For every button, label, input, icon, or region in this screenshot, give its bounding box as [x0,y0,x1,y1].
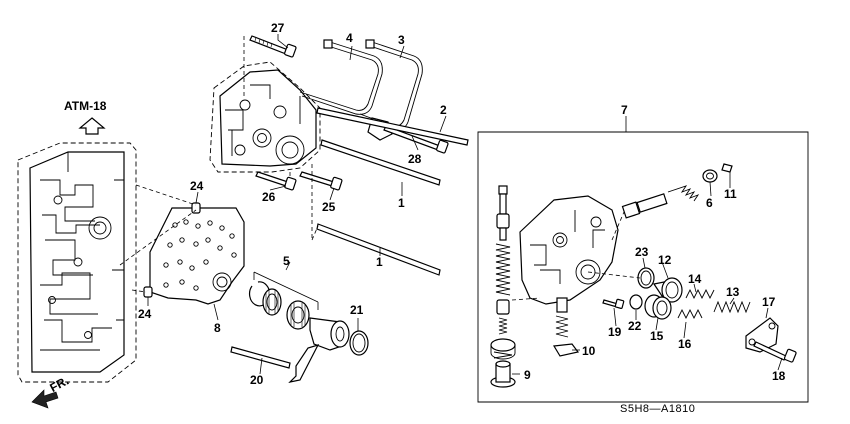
callout-22: 22 [628,319,642,333]
callout-9: 9 [524,368,531,382]
bolt-28 [383,125,449,154]
callout-11: 11 [724,187,737,201]
sleeve-15 [644,294,672,320]
callout-7: 7 [621,103,628,117]
spring-16 [677,308,703,320]
callout-labels: 27 4 3 2 28 1 1 5 26 25 24 24 8 20 21 7 … [138,21,786,387]
servo-shaft [230,346,291,369]
callout-24-lower: 24 [138,307,152,321]
main-valve-body-outline [17,142,137,383]
front-arrow-icon [31,389,59,409]
bracket-17 [745,317,779,353]
ring-23 [637,267,655,289]
upper-spool [621,163,733,219]
front-label: FR. [47,374,71,395]
bolt-25 [299,171,343,191]
callout-2: 2 [440,103,447,117]
front-direction-indicator: FR. [31,374,71,409]
callout-14: 14 [688,272,702,286]
piston-12 [653,277,683,303]
pin-2 [316,107,469,146]
callout-26: 26 [262,190,276,204]
diagram-code: S5H8—A1810 [620,403,695,415]
callout-3: 3 [398,33,405,47]
pipe-4 [299,39,383,115]
pin-1-upper [320,139,441,186]
bolt-19 [602,298,625,310]
bolt-26 [255,171,297,191]
callout-21: 21 [350,303,364,317]
regulator-valve-box [477,116,809,403]
callout-15: 15 [650,329,664,343]
callout-24-upper: 24 [190,179,204,193]
spring-13 [713,300,751,314]
callout-25: 25 [322,200,336,214]
callout-5: 5 [283,254,290,268]
callout-6: 6 [706,196,713,210]
o-ring [349,330,369,356]
callout-1-upper: 1 [398,196,405,210]
callout-1-lower: 1 [376,255,383,269]
callout-8: 8 [214,321,221,335]
callout-19: 19 [608,325,622,339]
callout-12: 12 [658,253,672,267]
callout-17: 17 [762,295,776,309]
regulator-valve-body [209,61,321,173]
separator-plate [149,207,245,305]
bolt-18 [753,341,797,363]
retainer-10 [553,343,580,357]
valve-spool-stack [490,185,516,388]
callout-13: 13 [726,285,740,299]
callout-10: 10 [582,344,596,358]
pin-1-lower [316,223,441,276]
dowel-pin-lower [143,286,153,298]
callout-28: 28 [408,152,422,166]
bolt-27 [249,35,297,58]
up-arrow-icon [78,117,106,135]
servo-assembly [248,271,350,383]
reference-atm-18[interactable]: ATM-18 [64,99,107,135]
callout-18: 18 [772,369,786,383]
ring-22 [629,294,643,310]
callout-23: 23 [635,245,649,259]
pipe-3 [359,39,423,131]
middle-spool [555,297,569,338]
callout-27: 27 [271,21,285,35]
reference-label: ATM-18 [64,99,107,113]
callout-16: 16 [678,337,692,351]
callout-4: 4 [346,31,353,45]
dowel-pin-upper [191,202,201,214]
leader-lines [147,34,783,375]
spring-14 [685,288,715,300]
regulator-valve-housing [519,195,619,305]
callout-20: 20 [250,373,264,387]
